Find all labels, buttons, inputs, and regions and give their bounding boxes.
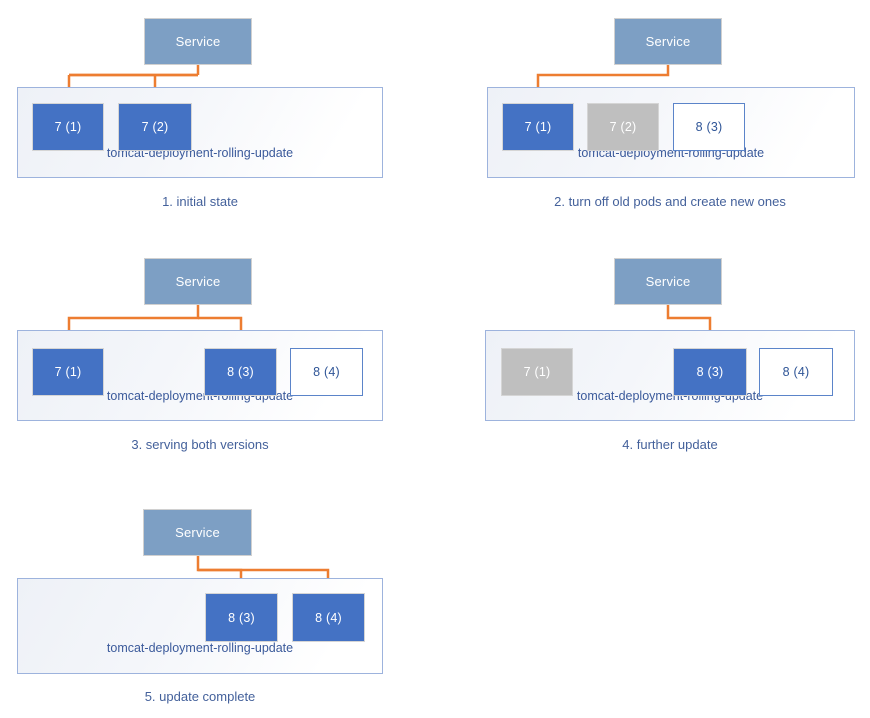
pod-8-3[interactable]: 8 (3) — [673, 103, 745, 151]
pod-8-3[interactable]: 8 (3) — [204, 348, 277, 396]
pod-7-2[interactable]: 7 (2) — [118, 103, 192, 151]
deployment-box[interactable]: tomcat-deployment-rolling-update — [17, 87, 383, 178]
pod-label: 8 (3) — [696, 365, 724, 379]
pod-8-4[interactable]: 8 (4) — [290, 348, 363, 396]
service-box[interactable]: Service — [614, 258, 722, 305]
pod-label: 7 (1) — [54, 120, 82, 134]
panel-caption: 1. initial state — [162, 194, 238, 209]
pod-label: 8 (3) — [227, 365, 254, 379]
pod-7-1[interactable]: 7 (1) — [32, 103, 104, 151]
pod-8-3[interactable]: 8 (3) — [673, 348, 747, 396]
service-label: Service — [645, 274, 691, 289]
panel-caption: 5. update complete — [144, 689, 256, 704]
pod-label: 8 (4) — [315, 610, 342, 625]
pod-label: 7 (2) — [141, 120, 169, 134]
service-label: Service — [175, 34, 221, 49]
pod-label: 8 (4) — [782, 365, 810, 379]
pod-7-1[interactable]: 7 (1) — [32, 348, 104, 396]
panel-caption: 2. turn off old pods and create new ones — [554, 194, 786, 209]
pod-8-4[interactable]: 8 (4) — [759, 348, 833, 396]
pod-7-1[interactable]: 7 (1) — [501, 348, 573, 396]
pod-label: 7 (1) — [524, 120, 552, 134]
panel-caption: 4. further update — [622, 437, 718, 452]
pod-7-1[interactable]: 7 (1) — [502, 103, 574, 151]
service-box[interactable]: Service — [614, 18, 722, 65]
service-box[interactable]: Service — [144, 18, 252, 65]
panel-caption: 3. serving both versions — [131, 437, 269, 452]
pod-label: 8 (4) — [313, 365, 340, 379]
pod-8-3[interactable]: 8 (3) — [205, 593, 278, 642]
deployment-name-label: tomcat-deployment-rolling-update — [106, 641, 294, 655]
service-label: Service — [175, 274, 221, 289]
pod-label: 7 (2) — [609, 120, 637, 134]
pod-7-2[interactable]: 7 (2) — [587, 103, 659, 151]
pod-label: 8 (3) — [695, 120, 723, 134]
service-label: Service — [645, 34, 691, 49]
service-label: Service — [175, 525, 220, 540]
service-box[interactable]: Service — [143, 509, 252, 556]
pod-label: 7 (1) — [54, 365, 82, 379]
service-box[interactable]: Service — [144, 258, 252, 305]
pod-8-4[interactable]: 8 (4) — [292, 593, 365, 642]
pod-label: 8 (3) — [228, 610, 255, 625]
pod-label: 7 (1) — [523, 365, 551, 379]
